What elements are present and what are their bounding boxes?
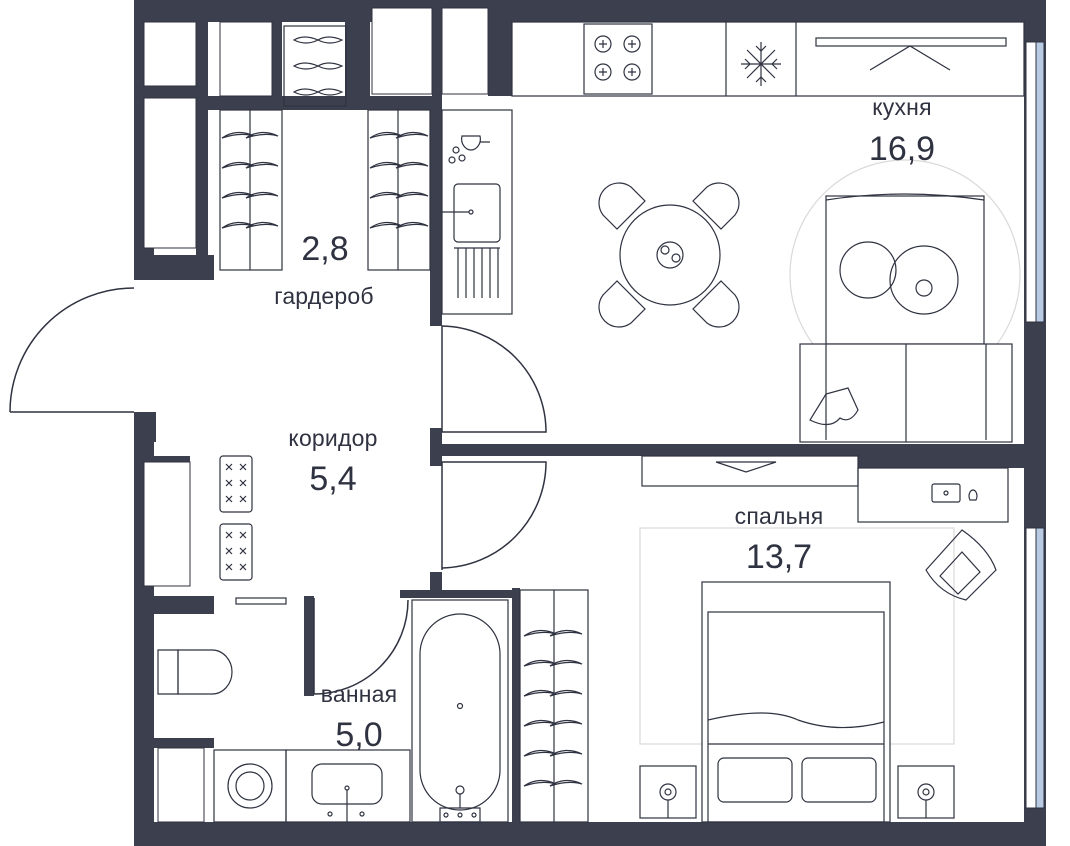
bathroom-name: ванная bbox=[320, 681, 398, 707]
wardrobe-area: 2,8 bbox=[301, 230, 349, 268]
kitchen-name: кухня bbox=[872, 94, 932, 120]
bedroom-closet-hangers bbox=[523, 629, 583, 787]
wardrobe-shelves bbox=[219, 25, 431, 271]
corridor-radiators bbox=[219, 455, 253, 581]
kitchen-area: 16,9 bbox=[868, 130, 936, 168]
bedroom-name: спальня bbox=[734, 503, 824, 529]
tv-kitchen-icon bbox=[869, 45, 951, 71]
bedroom-area: 13,7 bbox=[745, 538, 813, 576]
stove-icon bbox=[594, 35, 641, 81]
closet-cutouts bbox=[143, 7, 489, 823]
kitchen-counter bbox=[511, 21, 1025, 97]
bathroom-fixtures bbox=[157, 597, 509, 823]
bedroom-furniture bbox=[639, 455, 1009, 823]
wardrobe-name: гардероб bbox=[274, 283, 374, 309]
doors bbox=[9, 287, 547, 695]
wardrobe-hangers bbox=[221, 131, 429, 229]
walls bbox=[134, 0, 1046, 846]
dining-table bbox=[598, 182, 740, 328]
corridor-name: коридор bbox=[288, 425, 378, 451]
bedroom-closet bbox=[519, 589, 589, 823]
bathroom-area: 5,0 bbox=[335, 716, 383, 754]
sink-counter bbox=[441, 109, 513, 315]
living-area bbox=[789, 159, 1021, 443]
fridge-snowflake-icon bbox=[741, 42, 781, 86]
corridor-area: 5,4 bbox=[309, 460, 357, 498]
windows bbox=[1025, 41, 1045, 809]
